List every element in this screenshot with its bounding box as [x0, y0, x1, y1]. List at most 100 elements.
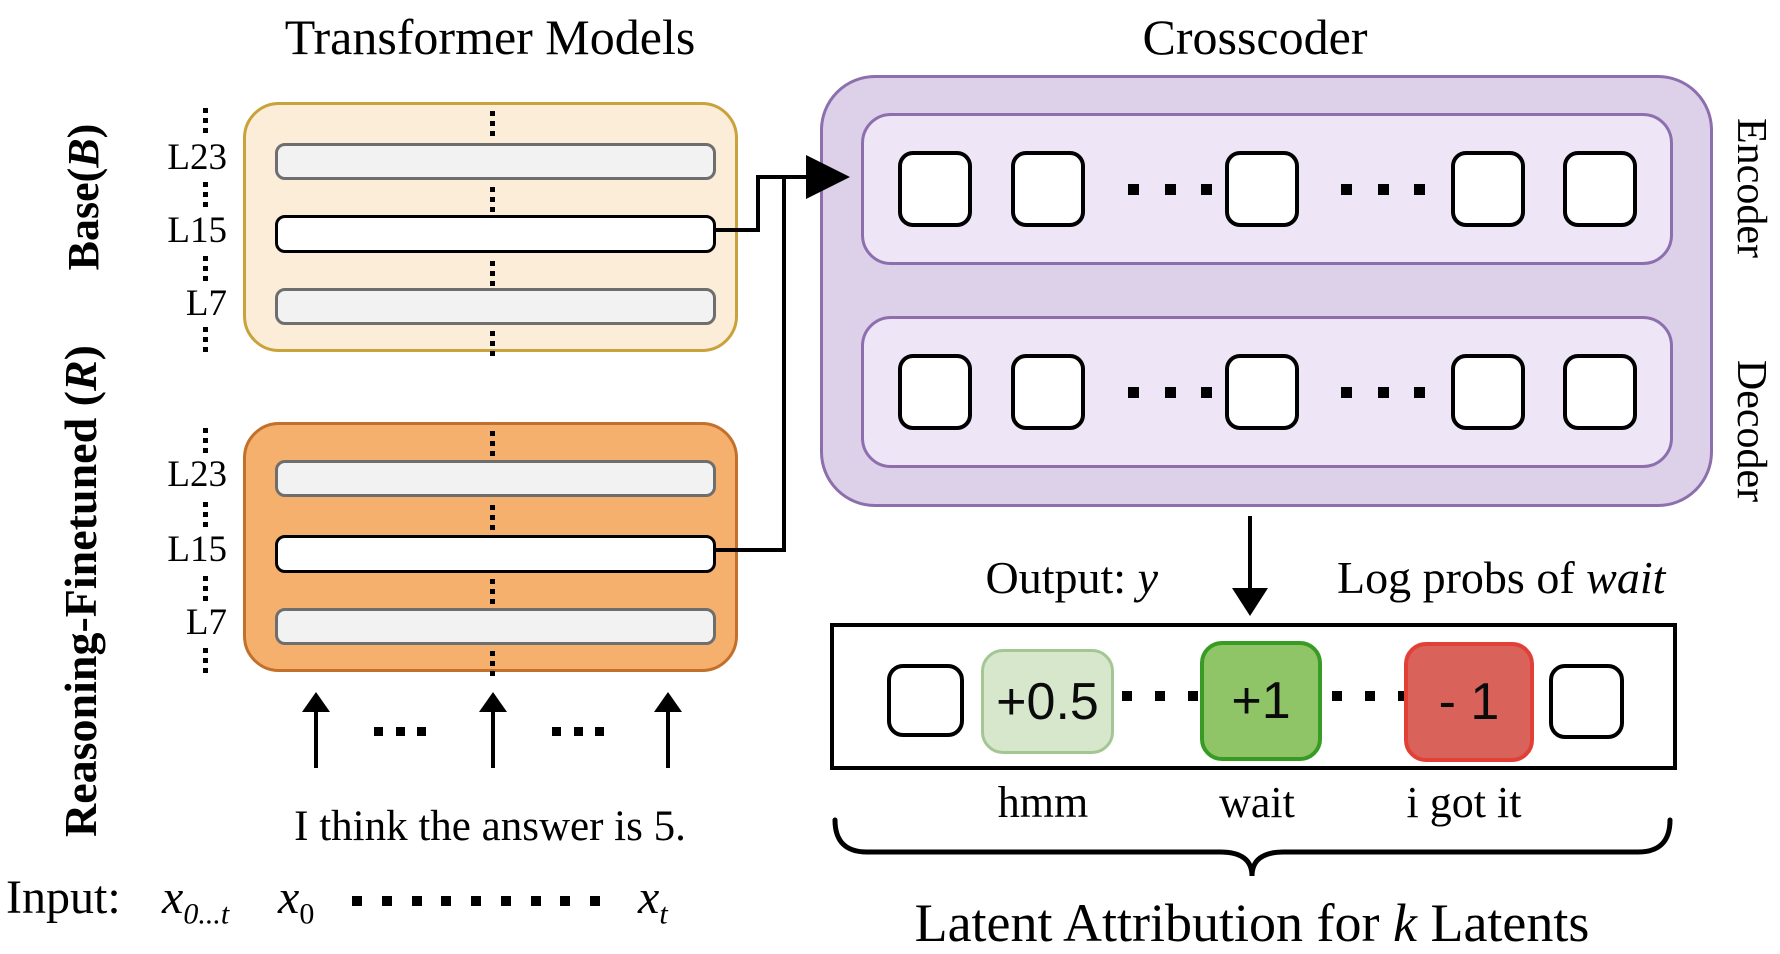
latent-cell [887, 664, 964, 737]
title-crosscoder: Crosscoder [1142, 9, 1368, 65]
arrow-down-icon [1232, 588, 1268, 616]
reasoning-layer-l15-bar [275, 535, 716, 573]
reasoning-layer-l23-label: L23 [167, 454, 227, 495]
decoder-cell [1011, 354, 1085, 430]
encoder-cell [1225, 151, 1299, 227]
caption-text: Latent Attribution for [914, 893, 1393, 953]
token-label-hmm: hmm [997, 778, 1089, 827]
decoder-cell [1563, 354, 1637, 430]
caption-var: k [1392, 893, 1417, 953]
ellipsis-horizontal [1122, 691, 1198, 701]
ellipsis-vertical [203, 576, 208, 601]
input-sentence: I think the answer is 5. [294, 803, 686, 850]
latent-value-negative: - 1 [1404, 642, 1534, 762]
encoder-cell [898, 151, 972, 227]
output-label: Output: y [890, 551, 1158, 604]
base-layer-l15-bar [275, 215, 716, 253]
decoder-cell [1225, 354, 1299, 430]
latent-value-positive-small: +0.5 [981, 649, 1114, 754]
logprobs-text: Log probs of [1337, 552, 1587, 603]
ellipsis-horizontal [1128, 387, 1212, 398]
latent-value-label: +0.5 [996, 672, 1099, 731]
decoder-cell [1451, 354, 1525, 430]
ellipsis-horizontal [552, 727, 604, 736]
x-sub-range: 0...t [183, 897, 230, 931]
ellipsis-horizontal [1341, 184, 1425, 195]
reasoning-label-var: R [55, 360, 106, 392]
token-label-wait: wait [1219, 778, 1295, 827]
title-transformer-models: Transformer Models [284, 9, 696, 65]
x-sub-first: 0 [299, 897, 315, 931]
ellipsis-vertical [203, 327, 208, 352]
encoder-cell [1563, 151, 1637, 227]
base-layer-l15-label: L15 [167, 210, 227, 251]
input-label: Input: [6, 870, 121, 925]
ellipsis-vertical [203, 648, 208, 673]
ellipsis-horizontal [1332, 691, 1408, 701]
input-token-range: x0...t [162, 870, 229, 929]
decoder-label: Decoder [1728, 359, 1774, 503]
base-layer-l23-bar [275, 143, 716, 180]
base-model-label: Base(B) [58, 116, 108, 278]
ellipsis-vertical [203, 182, 208, 207]
ellipsis-vertical [203, 108, 208, 133]
ellipsis-vertical [203, 256, 208, 281]
x-var: x [638, 871, 660, 924]
reasoning-model-label: Reasoning-Finetuned (R) [54, 291, 106, 891]
reasoning-label-text: Reasoning-Finetuned ( [55, 391, 106, 837]
arrow-up-icon [479, 692, 507, 712]
arrow-up-icon [302, 692, 330, 712]
output-var: y [1137, 552, 1158, 603]
base-model-box [243, 102, 738, 356]
reasoning-label-paren: ) [55, 345, 106, 361]
latent-value-positive-large: +1 [1200, 641, 1322, 761]
x-var: x [162, 871, 184, 924]
ellipsis-vertical [490, 187, 495, 212]
latent-value-label: +1 [1231, 672, 1291, 730]
ellipsis-vertical [490, 331, 495, 356]
latent-cell [1549, 664, 1624, 739]
ellipsis-vertical [490, 579, 495, 604]
output-text: Output: [985, 552, 1138, 603]
x-var: x [278, 871, 300, 924]
ellipsis-horizontal [352, 896, 600, 906]
latent-value-label: - 1 [1438, 673, 1500, 731]
logprobs-word: wait [1586, 552, 1666, 603]
underbrace [832, 817, 1673, 877]
encoder-cell [1011, 151, 1085, 227]
reasoning-model-box [243, 422, 738, 676]
x-sub-last: t [659, 897, 668, 931]
base-label-var: B [59, 138, 108, 168]
base-layer-l23-label: L23 [167, 137, 227, 178]
reasoning-layer-l15-label: L15 [167, 529, 227, 570]
attribution-strip: +0.5 +1 - 1 [830, 623, 1677, 770]
ellipsis-horizontal [1128, 184, 1212, 195]
ellipsis-vertical [490, 651, 495, 676]
reasoning-layer-l7-label: L7 [185, 602, 227, 643]
ellipsis-vertical [203, 502, 208, 527]
encoder-cell [1451, 151, 1525, 227]
reasoning-layer-l23-bar [275, 460, 716, 497]
ellipsis-vertical [490, 111, 495, 136]
ellipsis-vertical [490, 431, 495, 456]
ellipsis-horizontal [374, 727, 426, 736]
crosscoder-box [820, 75, 1713, 507]
base-label-paren: ) [59, 123, 108, 139]
base-label-text: Base( [59, 167, 108, 271]
arrow-up-icon [654, 692, 682, 712]
decoder-cell [898, 354, 972, 430]
input-token-first: x0 [278, 870, 314, 929]
attribution-caption: Latent Attribution for k Latents [827, 892, 1677, 954]
logprobs-label: Log probs of wait [1337, 551, 1665, 604]
encoder-label: Encoder [1728, 118, 1774, 258]
ellipsis-horizontal [1341, 387, 1425, 398]
reasoning-layer-l7-bar [275, 608, 716, 645]
input-token-last: xt [638, 870, 668, 929]
ellipsis-vertical [203, 428, 208, 453]
ellipsis-vertical [490, 505, 495, 530]
token-label-igotit: i got it [1406, 778, 1522, 827]
ellipsis-vertical [490, 261, 495, 286]
caption-suffix: Latents [1416, 893, 1590, 953]
base-layer-l7-label: L7 [185, 283, 227, 324]
